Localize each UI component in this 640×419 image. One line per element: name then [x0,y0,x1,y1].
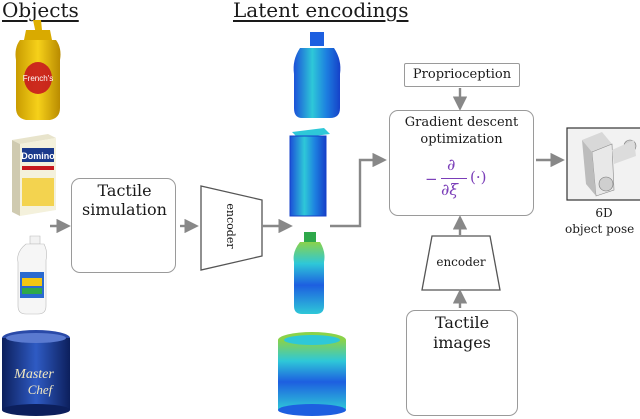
math-fraction-bar [441,178,467,179]
latent-encodings-heading: Latent encodings [233,0,409,22]
pose-object-image [566,127,640,201]
svg-text:Chef: Chef [28,382,55,397]
gradient-descent-label-2: optimization [420,132,503,147]
coffee-can-image: Master Chef [2,330,70,416]
tactile-simulation-label-1: Tactile [97,181,152,200]
latent-bleach-image [293,232,325,314]
latent-can-image [278,332,346,416]
math-denominator: ∂ξ [441,180,459,199]
latent-mustard-image [293,32,341,118]
sugar-box-image: Domino [12,134,56,216]
math-minus: − [425,170,438,188]
latent-box-image [289,128,330,217]
pose-label-1: 6D [595,206,613,220]
svg-text:Domino: Domino [21,151,55,161]
tactile-images-label-2: images [433,333,491,352]
proprioception-label: Proprioception [412,67,512,82]
math-numerator: ∂ [447,155,456,174]
right-encoder-label: encoder [436,255,486,269]
tactile-images-label-1: Tactile [434,313,490,332]
svg-text:French's: French's [23,74,53,83]
tactile-images-panel: Tactile images [406,310,518,416]
tactile-simulation-panel: Tactile simulation [71,178,176,273]
tactile-simulation-label-2: simulation [82,200,167,219]
right-encoder-shape [421,235,501,291]
math-argument: (·) [470,168,487,186]
left-encoder-shape [200,185,263,271]
mustard-bottle-image: French's [15,20,61,120]
gradient-descent-label-1: Gradient descent [404,115,519,130]
pose-label-2: object pose [565,222,635,236]
gradient-descent-panel: Gradient descent optimization [389,110,534,216]
bleach-bottle-image [17,235,47,315]
left-encoder-label: encoder [224,203,237,249]
objects-heading: Objects [2,0,79,22]
proprioception-box: Proprioception [404,63,520,87]
svg-text:Master: Master [13,367,54,382]
